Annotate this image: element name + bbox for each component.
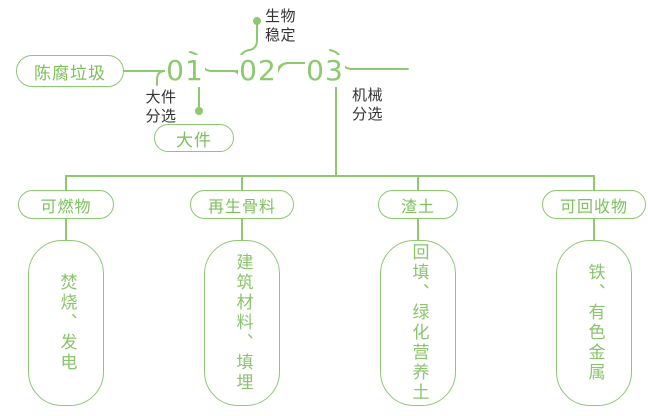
- source-pill[interactable]: 陈腐垃圾: [16, 55, 124, 87]
- output-3-label: 渣土: [400, 196, 435, 216]
- stage-01-caption: 大件 分选: [133, 88, 189, 126]
- stage-03-value: 03: [306, 54, 344, 87]
- output-pill-1[interactable]: 可燃物: [18, 190, 114, 219]
- output-box-4[interactable]: 铁、有色金属: [556, 240, 632, 406]
- output-3-result: 回填、绿化营养土: [408, 243, 429, 403]
- source-label: 陈腐垃圾: [34, 63, 106, 84]
- stage-01-branch-label: 大件: [176, 130, 212, 151]
- stage-number-03[interactable]: 03: [305, 55, 345, 87]
- output-4-result: 铁、有色金属: [584, 263, 605, 383]
- stage-01-value: 01: [166, 54, 204, 87]
- stage-number-02[interactable]: 02: [238, 55, 278, 87]
- stage-03-caption: 机械 分选: [352, 86, 410, 124]
- output-box-2[interactable]: 建筑材料、填埋: [204, 240, 280, 406]
- output-pill-3[interactable]: 渣土: [378, 190, 458, 219]
- arc-02-left-lower: [211, 70, 241, 86]
- stage-number-01[interactable]: 01: [165, 55, 205, 87]
- output-1-label: 可燃物: [40, 196, 92, 216]
- branch-dot-02: [253, 17, 261, 25]
- branch-dot-01: [195, 107, 203, 115]
- output-4-label: 可回收物: [559, 196, 628, 216]
- output-box-1[interactable]: 焚烧、发电: [28, 240, 104, 406]
- output-box-3[interactable]: 回填、绿化营养土: [380, 240, 456, 406]
- stage-02-caption: 生物 稳定: [265, 7, 323, 45]
- stage-02-caption-line2: 稳定: [265, 25, 297, 44]
- stage-01-caption-line2: 分选: [145, 106, 177, 125]
- output-pill-4[interactable]: 可回收物: [542, 190, 646, 219]
- output-2-label: 再生骨料: [207, 196, 276, 216]
- stage-03-caption-line2: 分选: [352, 104, 384, 123]
- output-2-result: 建筑材料、填埋: [232, 253, 253, 393]
- arc-01-left: [156, 70, 166, 86]
- stage-01-branch-pill[interactable]: 大件: [154, 124, 234, 152]
- output-pill-2[interactable]: 再生骨料: [190, 190, 294, 219]
- stage-02-value: 02: [239, 54, 277, 87]
- stage-03-caption-line1: 机械: [352, 86, 384, 104]
- stage-01-caption-line1: 大件: [145, 88, 177, 106]
- output-1-result: 焚烧、发电: [56, 273, 77, 373]
- stage-02-caption-line1: 生物: [265, 7, 297, 25]
